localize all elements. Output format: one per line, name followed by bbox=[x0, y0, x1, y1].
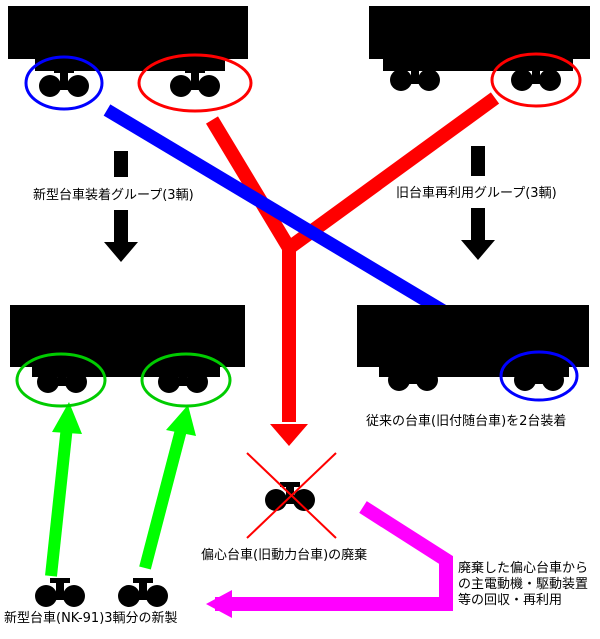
down-arrow-left bbox=[104, 151, 138, 262]
new-bogie-arrow-1 bbox=[45, 402, 82, 577]
scrap-flow-arrow bbox=[206, 92, 500, 446]
bogie-icon bbox=[39, 68, 89, 97]
scrapped-bogie-ring bbox=[490, 52, 582, 108]
old-group-label: 旧台車再利用グループ(3輌) bbox=[396, 186, 557, 201]
new-bogie-icon bbox=[118, 578, 168, 607]
new-bogie-ring bbox=[15, 352, 107, 408]
recover-label-line1: 廃棄した偏心台車から bbox=[458, 560, 588, 576]
car-top-left bbox=[8, 6, 253, 113]
car-bottom-right bbox=[357, 305, 589, 402]
car-body bbox=[8, 6, 248, 59]
car-top-right bbox=[369, 6, 590, 108]
reused-bogie-ring bbox=[24, 55, 104, 111]
car-body bbox=[357, 305, 589, 367]
recover-label-line2: の主電動機・駆動装置 bbox=[458, 577, 588, 592]
conventional-bogie-label: 従来の台車(旧付随台車)を2台装着 bbox=[366, 413, 566, 429]
scrapped-bogie-ring bbox=[137, 53, 253, 113]
bogie-icon bbox=[170, 68, 220, 97]
new-group-label: 新型台車装着グループ(3輌) bbox=[33, 187, 194, 203]
scrap-label: 偏心台車(旧動力台車)の廃棄 bbox=[201, 547, 367, 563]
recover-flow-arrow bbox=[206, 501, 453, 618]
recover-label-line3: 等の回収・再利用 bbox=[458, 592, 562, 608]
new-bogies-label: 新型台車(NK-91)3輌分の新製 bbox=[4, 610, 178, 626]
down-arrow-right bbox=[461, 146, 495, 260]
car-body bbox=[369, 6, 590, 59]
scrapped-bogie bbox=[246, 452, 337, 539]
cross-mark bbox=[246, 452, 337, 539]
car-bottom-left bbox=[10, 305, 245, 408]
new-bogie-arrow-2 bbox=[139, 405, 196, 570]
reused-bogie-ring bbox=[499, 350, 579, 402]
new-bogie-icon bbox=[35, 578, 85, 607]
car-underframe bbox=[383, 57, 573, 71]
new-bogie-ring bbox=[140, 352, 232, 408]
